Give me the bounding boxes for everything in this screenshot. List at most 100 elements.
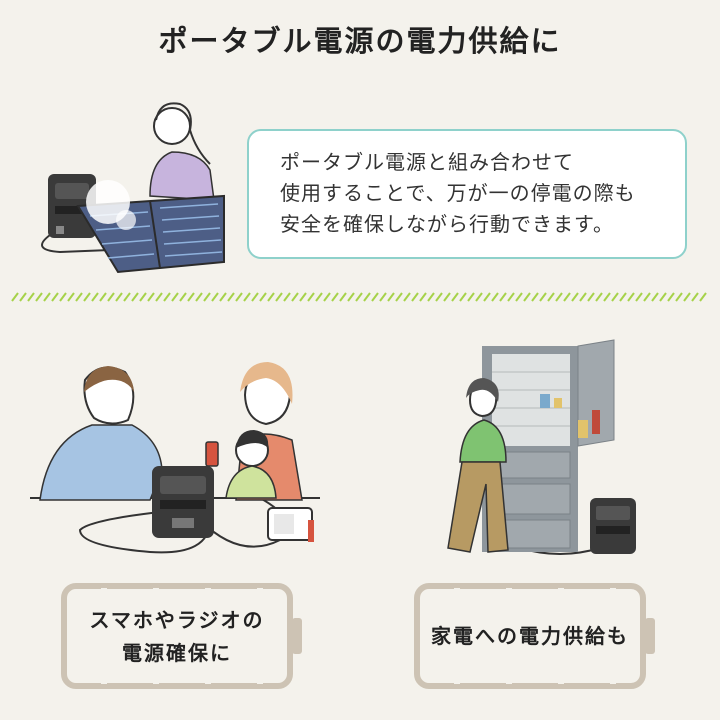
divider-stroke — [419, 292, 427, 302]
divider-stroke — [579, 292, 587, 302]
divider-stroke — [107, 292, 115, 302]
divider-stroke — [499, 292, 507, 302]
divider-stroke — [195, 292, 203, 302]
divider-stroke — [563, 292, 571, 302]
divider-stroke — [699, 292, 707, 302]
divider-stroke — [467, 292, 475, 302]
divider-stroke — [363, 292, 371, 302]
divider-stroke — [523, 292, 531, 302]
battery-card-phone-radio: スマホやラジオの 電源確保に — [60, 582, 306, 690]
divider-stroke — [595, 292, 603, 302]
divider-stroke — [459, 292, 467, 302]
divider-stroke — [187, 292, 195, 302]
intro-line: ポータブル電源と組み合わせて — [280, 150, 574, 174]
divider-stroke — [451, 292, 459, 302]
card-line: スマホやラジオの — [89, 608, 265, 632]
divider-stroke — [339, 292, 347, 302]
divider-stroke — [163, 292, 171, 302]
divider-stroke — [411, 292, 419, 302]
divider-stroke — [331, 292, 339, 302]
divider-stroke — [59, 292, 67, 302]
battery-card-text: 家電への電力供給も — [413, 620, 647, 653]
divider-stroke — [619, 292, 627, 302]
battery-frame-icon — [414, 583, 655, 689]
divider-stroke — [475, 292, 483, 302]
card-line: 電源確保に — [122, 641, 232, 665]
divider-stroke — [91, 292, 99, 302]
divider-stroke — [275, 292, 283, 302]
divider-stroke — [219, 292, 227, 302]
divider-stroke — [403, 292, 411, 302]
divider-stroke — [171, 292, 179, 302]
divider-stroke — [11, 292, 19, 302]
divider-stroke — [27, 292, 35, 302]
divider-stroke — [251, 292, 259, 302]
divider-stroke — [243, 292, 251, 302]
divider-stroke — [531, 292, 539, 302]
divider-stroke — [611, 292, 619, 302]
hatched-divider — [11, 292, 707, 302]
divider-stroke — [651, 292, 659, 302]
divider-stroke — [131, 292, 139, 302]
divider-stroke — [51, 292, 59, 302]
divider-stroke — [299, 292, 307, 302]
divider-stroke — [387, 292, 395, 302]
divider-stroke — [19, 292, 27, 302]
divider-stroke — [75, 292, 83, 302]
intro-bubble: ポータブル電源と組み合わせて 使用することで、万が一の停電の際も 安全を確保しな… — [247, 129, 687, 259]
divider-stroke — [283, 292, 291, 302]
divider-stroke — [123, 292, 131, 302]
divider-stroke — [427, 292, 435, 302]
battery-card-appliances: 家電への電力供給も — [413, 582, 659, 690]
divider-stroke — [43, 292, 51, 302]
divider-stroke — [147, 292, 155, 302]
battery-frame-icon — [61, 583, 302, 689]
divider-stroke — [643, 292, 651, 302]
divider-stroke — [347, 292, 355, 302]
divider-stroke — [667, 292, 675, 302]
divider-stroke — [291, 292, 299, 302]
divider-stroke — [587, 292, 595, 302]
divider-stroke — [315, 292, 323, 302]
divider-stroke — [235, 292, 243, 302]
divider-stroke — [603, 292, 611, 302]
divider-stroke — [483, 292, 491, 302]
divider-stroke — [259, 292, 267, 302]
divider-stroke — [307, 292, 315, 302]
divider-stroke — [539, 292, 547, 302]
intro-line: 使用することで、万が一の停電の際も — [280, 181, 636, 205]
divider-stroke — [395, 292, 403, 302]
divider-stroke — [371, 292, 379, 302]
divider-stroke — [675, 292, 683, 302]
divider-stroke — [99, 292, 107, 302]
divider-stroke — [355, 292, 363, 302]
divider-stroke — [443, 292, 451, 302]
divider-stroke — [435, 292, 443, 302]
divider-stroke — [555, 292, 563, 302]
divider-stroke — [323, 292, 331, 302]
divider-stroke — [379, 292, 387, 302]
divider-stroke — [227, 292, 235, 302]
divider-stroke — [507, 292, 515, 302]
divider-stroke — [155, 292, 163, 302]
intro-text: ポータブル電源と組み合わせて 使用することで、万が一の停電の際も 安全を確保しな… — [280, 147, 636, 240]
page-title: ポータブル電源の電力供給に — [158, 24, 562, 58]
divider-stroke — [139, 292, 147, 302]
divider-stroke — [115, 292, 123, 302]
divider-stroke — [267, 292, 275, 302]
card-line: 家電への電力供給も — [431, 624, 629, 648]
divider-stroke — [83, 292, 91, 302]
divider-stroke — [515, 292, 523, 302]
divider-stroke — [203, 292, 211, 302]
battery-card-text: スマホやラジオの 電源確保に — [60, 604, 294, 670]
divider-stroke — [683, 292, 691, 302]
divider-stroke — [635, 292, 643, 302]
divider-stroke — [179, 292, 187, 302]
divider-stroke — [691, 292, 699, 302]
divider-stroke — [627, 292, 635, 302]
divider-stroke — [67, 292, 75, 302]
divider-stroke — [571, 292, 579, 302]
divider-stroke — [547, 292, 555, 302]
